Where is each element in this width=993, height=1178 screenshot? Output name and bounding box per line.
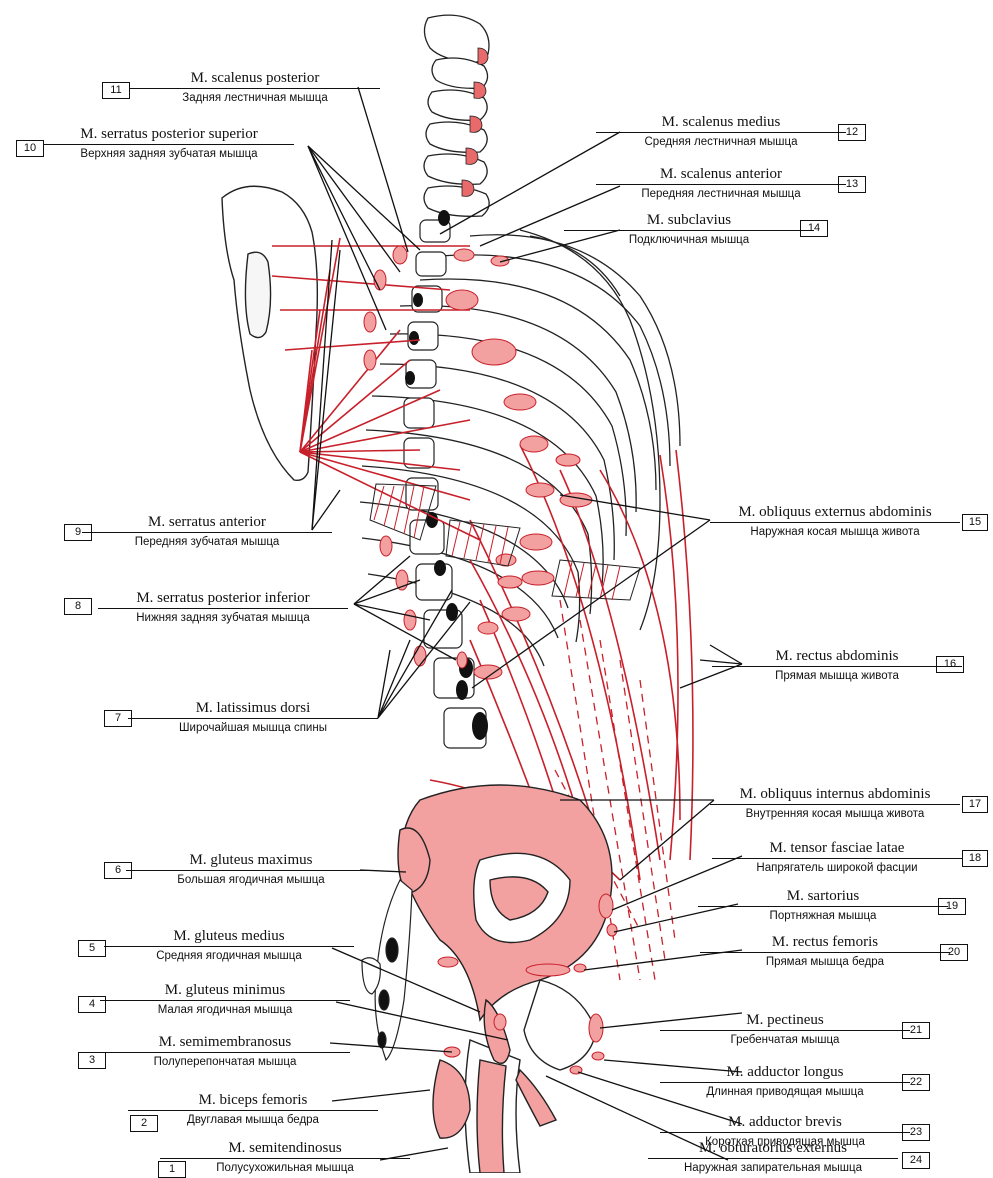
russian-name: Малая ягодичная мышца [100, 1001, 350, 1018]
latin-name: M. serratus posterior superior [44, 126, 294, 145]
russian-name: Полуперепончатая мышца [100, 1053, 350, 1070]
latin-name: M. gluteus medius [104, 928, 354, 947]
latin-name: M. obliquus externus abdominis [710, 504, 960, 523]
russian-name: Широчайшая мышца спины [128, 719, 378, 736]
label-scalenus-anterior: M. scalenus anterior Передняя лестничная… [596, 166, 846, 202]
russian-name: Внутренняя косая мышца живота [710, 805, 960, 822]
russian-name: Наружная запирательная мышца [648, 1159, 898, 1176]
label-number-5: 5 [78, 940, 106, 957]
label-number-10: 10 [16, 140, 44, 157]
label-gluteus-minimus: M. gluteus minimus Малая ягодичная мышца [100, 982, 350, 1018]
label-rectus-abdominis: M. rectus abdominis Прямая мышца живота [712, 648, 962, 684]
latin-name: M. subclavius [564, 212, 814, 231]
russian-name: Большая ягодичная мышца [126, 871, 376, 888]
latin-name: M. sartorius [698, 888, 948, 907]
russian-name: Полусухожильная мышца [160, 1159, 410, 1176]
russian-name: Средняя ягодичная мышца [104, 947, 354, 964]
latin-name: M. rectus abdominis [712, 648, 962, 667]
latin-name: M. tensor fasciae latae [712, 840, 962, 859]
label-scalenus-medius: M. scalenus medius Средняя лестничная мы… [596, 114, 846, 150]
russian-name: Прямая мышца живота [712, 667, 962, 684]
latin-name: M. obliquus internus abdominis [710, 786, 960, 805]
label-number-15: 15 [962, 514, 988, 531]
latin-name: M. semimembranosus [100, 1034, 350, 1053]
russian-name: Прямая мышца бедра [700, 953, 950, 970]
label-number-11: 11 [102, 82, 130, 99]
latin-name: M. obturatorius externus [648, 1140, 898, 1159]
russian-name: Верхняя задняя зубчатая мышца [44, 145, 294, 162]
russian-name: Гребенчатая мышца [660, 1031, 910, 1048]
label-obturatorius-externus: M. obturatorius externus Наружная запира… [648, 1140, 898, 1176]
russian-name: Длинная приводящая мышца [660, 1083, 910, 1100]
russian-name: Напрягатель широкой фасции [712, 859, 962, 876]
label-number-18: 18 [962, 850, 988, 867]
latin-name: M. adductor longus [660, 1064, 910, 1083]
sacrum [362, 880, 412, 1060]
label-number-17: 17 [962, 796, 988, 813]
latin-name: M. semitendinosus [160, 1140, 410, 1159]
label-serratus-posterior-superior: M. serratus posterior superior Верхняя з… [44, 126, 294, 162]
label-rectus-femoris: M. rectus femoris Прямая мышца бедра [700, 934, 950, 970]
latin-name: M. scalenus posterior [130, 70, 380, 89]
latin-name: M. serratus anterior [82, 514, 332, 533]
label-gluteus-maximus: M. gluteus maximus Большая ягодичная мыш… [126, 852, 376, 888]
russian-name: Средняя лестничная мышца [596, 133, 846, 150]
latin-name: M. latissimus dorsi [128, 700, 378, 719]
label-number-8: 8 [64, 598, 92, 615]
label-subclavius: M. subclavius Подключичная мышца [564, 212, 814, 248]
russian-name: Портняжная мышца [698, 907, 948, 924]
russian-name: Наружная косая мышца живота [710, 523, 960, 540]
latin-name: M. scalenus medius [596, 114, 846, 133]
russian-name: Передняя зубчатая мышца [82, 533, 332, 550]
russian-name: Двуглавая мышца бедра [128, 1111, 378, 1128]
label-semitendinosus: M. semitendinosus Полусухожильная мышца [160, 1140, 410, 1176]
label-serratus-anterior: M. serratus anterior Передняя зубчатая м… [82, 514, 332, 550]
label-obliquus-externus: M. obliquus externus abdominis Наружная … [710, 504, 960, 540]
latin-name: M. scalenus anterior [596, 166, 846, 185]
latin-name: M. biceps femoris [128, 1092, 378, 1111]
latin-name: M. rectus femoris [700, 934, 950, 953]
latin-name: M. gluteus minimus [100, 982, 350, 1001]
latin-name: M. serratus posterior inferior [98, 590, 348, 609]
label-biceps-femoris: M. biceps femoris Двуглавая мышца бедра [128, 1092, 378, 1128]
label-sartorius: M. sartorius Портняжная мышца [698, 888, 948, 924]
label-pectineus: M. pectineus Гребенчатая мышца [660, 1012, 910, 1048]
latin-name: M. gluteus maximus [126, 852, 376, 871]
russian-name: Задняя лестничная мышца [130, 89, 380, 106]
label-latissimus-dorsi: M. latissimus dorsi Широчайшая мышца спи… [128, 700, 378, 736]
label-scalenus-posterior: M. scalenus posterior Задняя лестничная … [130, 70, 380, 106]
russian-name: Нижняя задняя зубчатая мышца [98, 609, 348, 626]
latin-name: M. pectineus [660, 1012, 910, 1031]
russian-name: Подключичная мышца [564, 231, 814, 248]
label-semimembranosus: M. semimembranosus Полуперепончатая мышц… [100, 1034, 350, 1070]
latin-name: M. adductor brevis [660, 1114, 910, 1133]
russian-name: Передняя лестничная мышца [596, 185, 846, 202]
label-number-24: 24 [902, 1152, 930, 1169]
label-tensor-fasciae-latae: M. tensor fasciae latae Напрягатель широ… [712, 840, 962, 876]
label-obliquus-internus: M. obliquus internus abdominis Внутрення… [710, 786, 960, 822]
label-gluteus-medius: M. gluteus medius Средняя ягодичная мышц… [104, 928, 354, 964]
label-adductor-longus: M. adductor longus Длинная приводящая мы… [660, 1064, 910, 1100]
cervical-spine [424, 15, 489, 216]
label-serratus-posterior-inferior: M. serratus posterior inferior Нижняя за… [98, 590, 348, 626]
